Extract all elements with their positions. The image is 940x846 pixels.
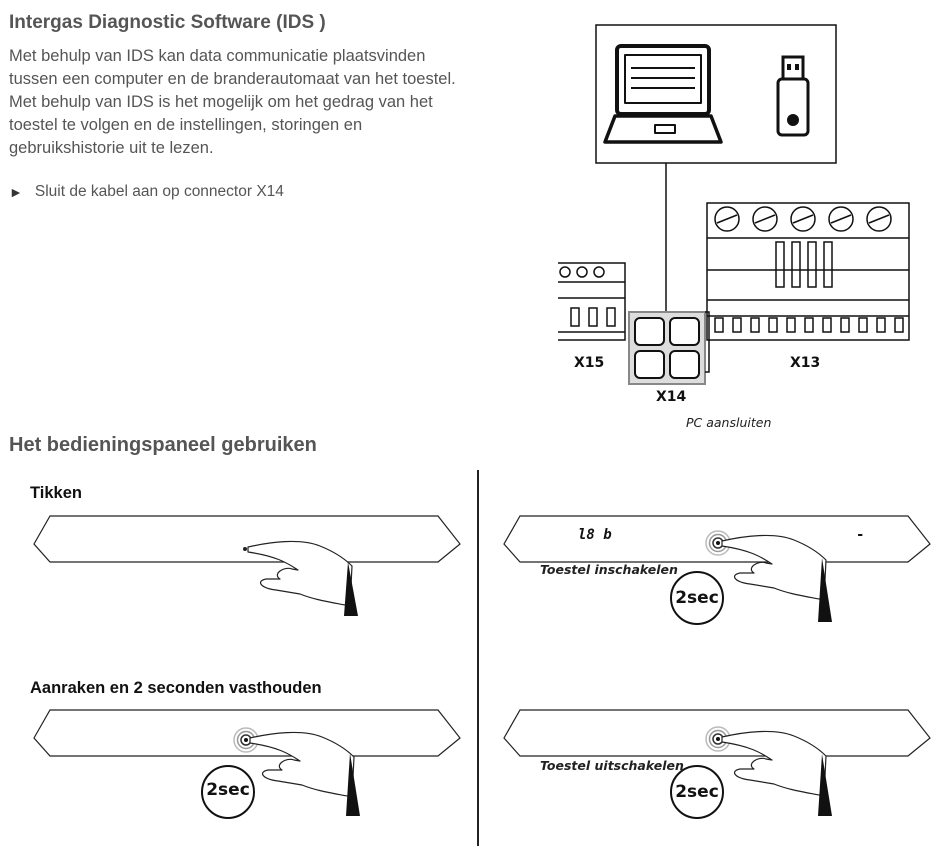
timer-badge bbox=[670, 571, 724, 625]
hand-shadow bbox=[818, 558, 832, 622]
switch-off-badge-text: 2sec bbox=[675, 782, 719, 802]
panel-divider bbox=[477, 470, 479, 846]
tap-title: Tikken bbox=[30, 484, 82, 502]
x15-connector bbox=[558, 262, 626, 341]
hold-title: Aanraken en 2 seconden vasthouden bbox=[30, 679, 322, 697]
timer-badge bbox=[201, 765, 255, 819]
laptop-icon bbox=[603, 44, 723, 144]
timer-badge bbox=[670, 765, 724, 819]
control-panel bbox=[503, 709, 931, 757]
x14-label: X14 bbox=[656, 389, 687, 405]
hand-shadow bbox=[344, 562, 358, 616]
pointing-hand-icon bbox=[721, 730, 827, 797]
switch-off-panel-illustration bbox=[503, 709, 931, 819]
switch-off-caption: Toestel uitschakelen bbox=[540, 758, 684, 773]
touch-point bbox=[243, 547, 247, 551]
tap-panel-illustration bbox=[33, 515, 461, 616]
display-readout-right: - bbox=[856, 527, 865, 543]
display-readout: l8 b bbox=[578, 527, 612, 543]
hold-panel-illustration bbox=[33, 709, 461, 819]
pointing-hand-icon bbox=[247, 540, 353, 607]
x13-connector bbox=[706, 202, 910, 341]
x13-label: X13 bbox=[790, 355, 821, 371]
pointing-hand-icon bbox=[249, 731, 355, 798]
switch-on-caption: Toestel inschakelen bbox=[540, 562, 678, 577]
triangle-right-icon: ► bbox=[9, 184, 23, 200]
switch-on-panel-illustration bbox=[503, 515, 931, 625]
pc-connect-caption: PC aansluiten bbox=[686, 415, 772, 430]
hand-shadow bbox=[346, 753, 360, 816]
control-panel bbox=[503, 515, 931, 563]
control-panel bbox=[33, 709, 461, 757]
ids-intro-text: Met behulp van IDS kan data communicatie… bbox=[9, 47, 456, 157]
hand-shadow bbox=[818, 754, 832, 816]
ids-bullet: ► Sluit de kabel aan op connector X14 bbox=[9, 183, 284, 201]
pointing-hand-icon bbox=[721, 534, 827, 601]
ids-bullet-text: Sluit de kabel aan op connector X14 bbox=[34, 183, 284, 200]
ids-title: Intergas Diagnostic Software (IDS ) bbox=[9, 12, 326, 33]
x15-label: X15 bbox=[574, 355, 605, 371]
x14-connector bbox=[628, 311, 710, 385]
connector-diagram bbox=[558, 24, 910, 385]
hold-badge-text: 2sec bbox=[206, 780, 250, 800]
usb-stick-icon bbox=[776, 55, 810, 137]
switch-on-badge-text: 2sec bbox=[675, 588, 719, 608]
panel-section-title: Het bedieningspaneel gebruiken bbox=[9, 434, 317, 456]
control-panel bbox=[33, 515, 461, 563]
